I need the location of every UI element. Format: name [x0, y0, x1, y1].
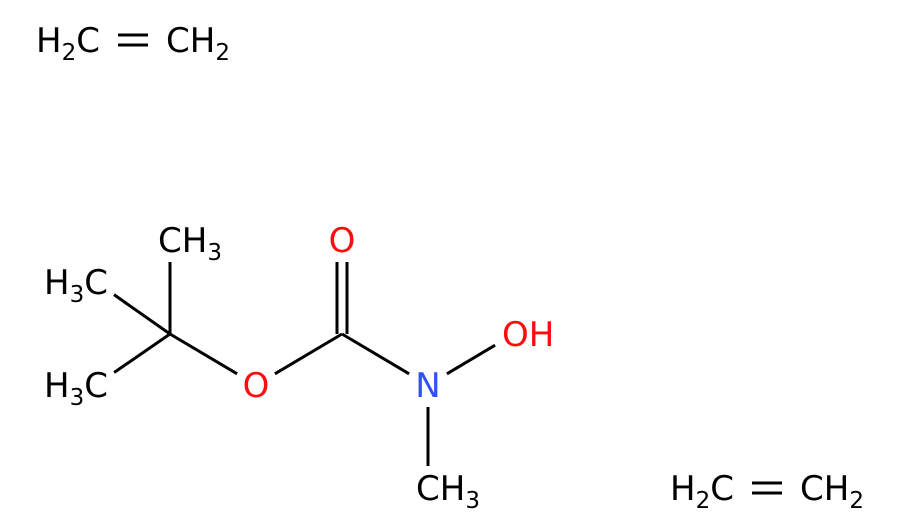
hydrogen-symbol: H — [182, 221, 208, 261]
bond-n-oh — [446, 343, 496, 376]
atom-label-me3: H3C — [44, 366, 108, 411]
atom-label-ethB2: CH2 — [800, 469, 864, 514]
hydrogen-symbol: H — [670, 469, 696, 509]
hydrogen-count: 2 — [696, 488, 711, 514]
bond-cq-o_ester — [169, 332, 238, 376]
hydrogen-count: 2 — [849, 488, 864, 514]
element-symbol: C — [158, 221, 182, 261]
element-symbol: C — [76, 21, 100, 61]
element-symbol: C — [84, 263, 108, 303]
hydrogen-count: 2 — [62, 40, 77, 66]
hydrogen-symbol: H — [440, 469, 466, 509]
atom-label-oh: OH — [502, 315, 554, 355]
bond-cq-me2 — [113, 293, 171, 336]
bond-c_carbonyl-n — [341, 332, 410, 376]
element-symbol: C — [166, 21, 190, 61]
atom-label-n_me: CH3 — [416, 469, 480, 514]
hydrogen-symbol: H — [44, 263, 70, 303]
bond-o_ester-c_carbonyl — [274, 332, 343, 376]
atom-label-o_carbonyl: O — [329, 221, 356, 261]
atom-label-o_ester: O — [243, 366, 270, 406]
hydrogen-count: 3 — [70, 282, 85, 308]
element-symbol: O — [243, 366, 270, 406]
element-symbol: O — [329, 221, 356, 261]
hydrogen-symbol: H — [190, 21, 216, 61]
element-symbol: N — [415, 366, 440, 406]
element-symbol: C — [416, 469, 440, 509]
atom-label-ethB1: H2C — [670, 469, 734, 514]
hydrogen-symbol: H — [824, 469, 850, 509]
atom-label-me1: CH3 — [158, 221, 222, 266]
hydrogen-count: 3 — [207, 240, 222, 266]
bond-layer — [113, 33, 782, 495]
atom-label-ethA1: H2C — [36, 21, 100, 66]
hydrogen-symbol: H — [529, 315, 555, 355]
element-symbol: O — [502, 315, 529, 355]
hydrogen-symbol: H — [36, 21, 62, 61]
atom-label-ethA2: CH2 — [166, 21, 230, 66]
hydrogen-count: 3 — [465, 488, 480, 514]
hydrogen-symbol: H — [44, 366, 70, 406]
element-symbol: C — [800, 469, 824, 509]
element-symbol: C — [710, 469, 734, 509]
hydrogen-count: 2 — [215, 40, 230, 66]
element-symbol: C — [84, 366, 108, 406]
hydrogen-count: 3 — [70, 385, 85, 411]
bond-cq-me3 — [113, 332, 171, 374]
atom-label-me2: H3C — [44, 263, 108, 308]
atom-label-n: N — [415, 366, 440, 406]
